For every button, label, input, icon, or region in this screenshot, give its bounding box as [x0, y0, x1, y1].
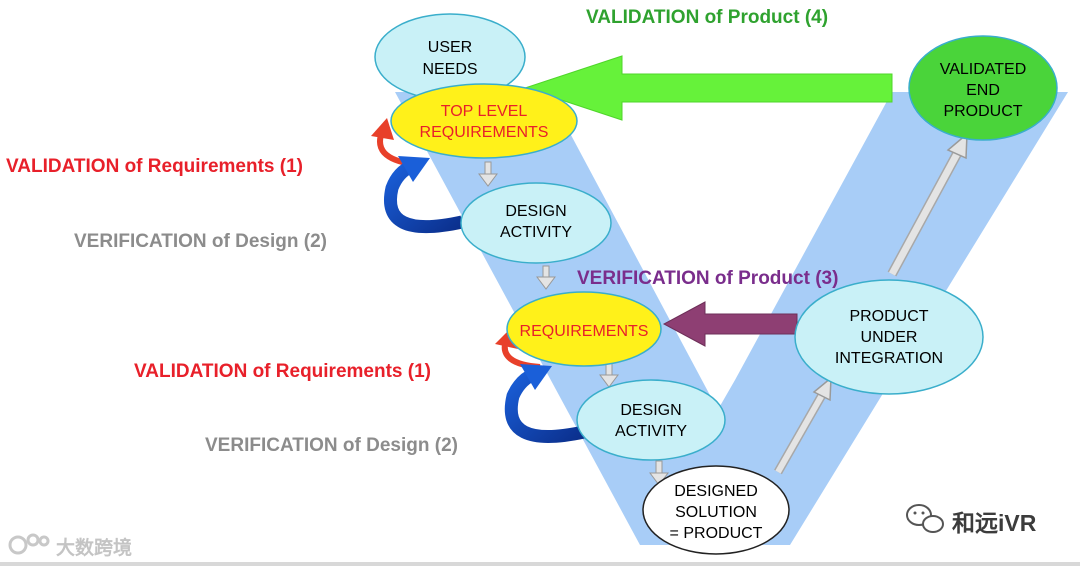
- svg-text:END: END: [966, 82, 1000, 99]
- svg-text:VALIDATED: VALIDATED: [940, 61, 1027, 78]
- svg-text:= PRODUCT: = PRODUCT: [670, 525, 763, 542]
- svg-text:PRODUCT: PRODUCT: [849, 308, 928, 325]
- node-product-under-integration: PRODUCT UNDER INTEGRATION: [794, 279, 984, 395]
- verification-design-loop-arrow-2: [504, 364, 586, 443]
- svg-text:DESIGN: DESIGN: [505, 203, 566, 220]
- svg-text:USER: USER: [428, 39, 472, 56]
- node-requirements: REQUIREMENTS: [506, 291, 662, 367]
- svg-text:UNDER: UNDER: [861, 329, 918, 346]
- node-user-needs: USER NEEDS: [374, 13, 526, 101]
- label-validation-of-requirements-2: VALIDATION of Requirements (1): [134, 361, 431, 382]
- node-design-activity-2: DESIGN ACTIVITY: [576, 379, 726, 461]
- label-validation-of-product: VALIDATION of Product (4): [586, 7, 829, 28]
- label-verification-of-product: VERIFICATION of Product (3): [577, 268, 839, 289]
- down-arrow-3: [599, 362, 619, 388]
- svg-text:DESIGNED: DESIGNED: [674, 483, 758, 500]
- label-validation-of-requirements-1: VALIDATION of Requirements (1): [6, 156, 303, 177]
- svg-text:DESIGN: DESIGN: [620, 402, 681, 419]
- label-verification-of-design-1: VERIFICATION of Design (2): [74, 231, 327, 252]
- node-top-level-requirements: TOP LEVEL REQUIREMENTS: [390, 83, 578, 159]
- node-validated-end-product: VALIDATED END PRODUCT: [908, 35, 1058, 141]
- down-arrow-2: [536, 265, 556, 290]
- watermark-left-text: 大数跨境: [56, 538, 133, 559]
- down-arrow-1: [478, 161, 498, 187]
- svg-text:ACTIVITY: ACTIVITY: [500, 224, 572, 241]
- svg-text:PRODUCT: PRODUCT: [943, 103, 1022, 120]
- gray-arrow-integration-to-validated: [887, 132, 968, 277]
- verification-design-loop-arrow-1: [384, 156, 464, 234]
- node-design-activity-1: DESIGN ACTIVITY: [460, 182, 612, 264]
- svg-text:REQUIREMENTS: REQUIREMENTS: [520, 323, 649, 340]
- svg-text:REQUIREMENTS: REQUIREMENTS: [420, 124, 549, 141]
- watermark-right-text: 和远iVR: [952, 510, 1037, 536]
- svg-text:SOLUTION: SOLUTION: [675, 504, 757, 521]
- svg-text:NEEDS: NEEDS: [422, 61, 477, 78]
- svg-text:ACTIVITY: ACTIVITY: [615, 423, 687, 440]
- gray-arrow-designed-to-integration: [774, 376, 832, 475]
- label-verification-of-design-2: VERIFICATION of Design (2): [205, 435, 458, 456]
- node-designed-solution: DESIGNED SOLUTION = PRODUCT: [642, 465, 790, 555]
- validation-product-arrow: [523, 55, 893, 121]
- bottom-divider: [0, 562, 1080, 566]
- wechat-icon: [906, 504, 944, 533]
- svg-text:TOP LEVEL: TOP LEVEL: [441, 103, 528, 120]
- watermark-left-logo-icon: [8, 533, 50, 555]
- verification-product-arrow: [662, 301, 798, 347]
- svg-text:INTEGRATION: INTEGRATION: [835, 350, 943, 367]
